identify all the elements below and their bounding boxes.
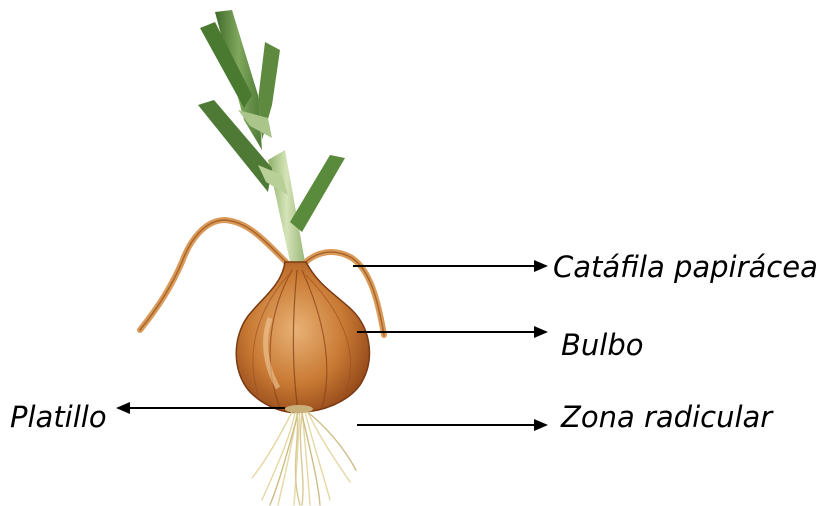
arrow-zona-head bbox=[534, 419, 548, 431]
leaves bbox=[198, 10, 345, 262]
leaf-right bbox=[290, 155, 345, 232]
basal-plate bbox=[285, 405, 313, 413]
arrow-platillo-head bbox=[116, 402, 130, 414]
label-zona-radicular: Zona radicular bbox=[561, 403, 772, 432]
leaf-stem bbox=[268, 150, 305, 262]
arrow-catafila-head bbox=[534, 260, 548, 272]
roots bbox=[252, 408, 356, 505]
label-platillo: Platillo bbox=[10, 403, 107, 432]
arrow-bulbo-head bbox=[534, 326, 548, 338]
label-bulbo: Bulbo bbox=[561, 331, 643, 360]
label-catafila-papiracea: Catáfila papirácea bbox=[553, 253, 817, 282]
bulb bbox=[236, 262, 369, 412]
